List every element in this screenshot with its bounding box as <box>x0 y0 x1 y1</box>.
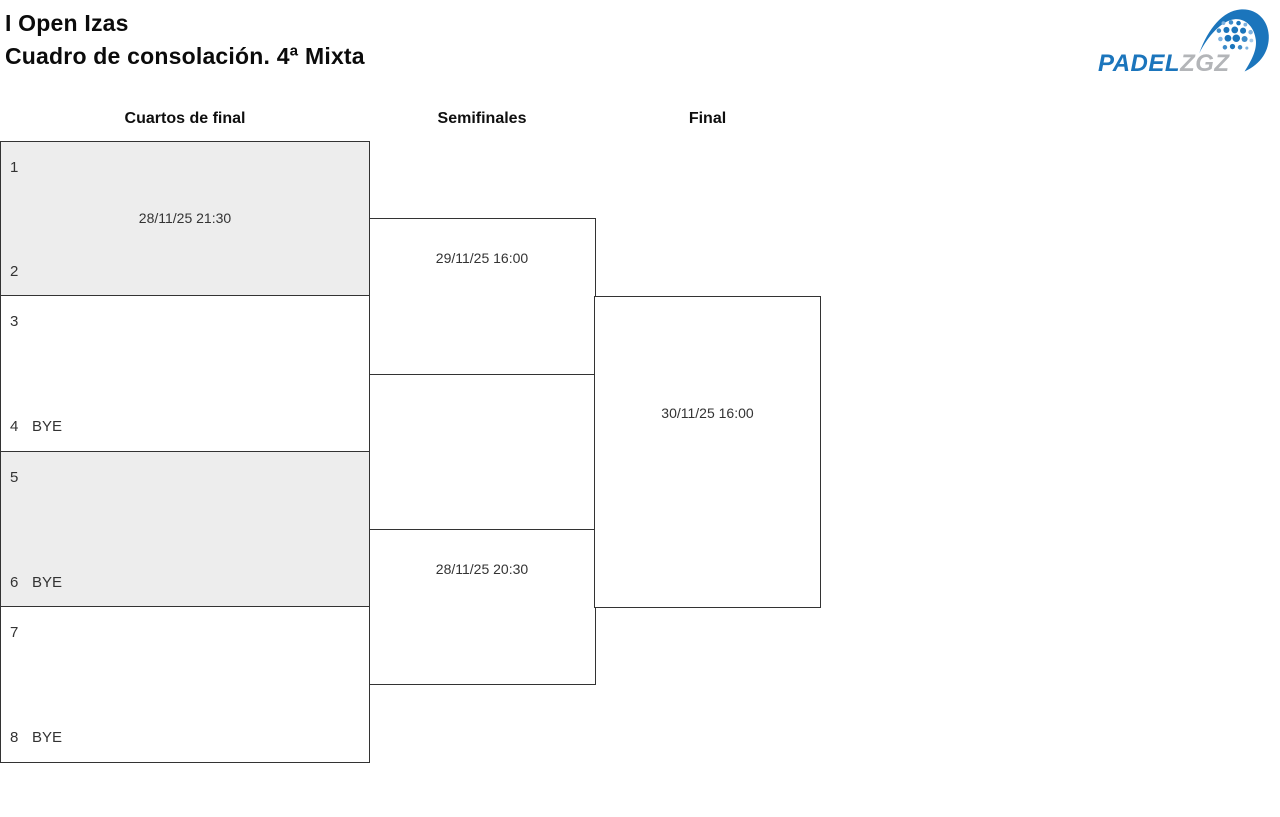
bye-label: BYE <box>32 729 63 746</box>
match-date: 29/11/25 16:00 <box>435 250 529 266</box>
seed-number: 6 <box>10 573 19 591</box>
match-slot: 2 <box>10 263 360 280</box>
round-header-quarterfinals: Cuartos de final <box>124 110 246 127</box>
tournament-title: I Open Izas <box>5 10 129 36</box>
logo-word-zgz: ZGZ <box>1180 50 1230 77</box>
match-date: 28/11/25 21:30 <box>138 210 232 226</box>
seed-number: 1 <box>10 159 19 176</box>
bye-label: BYE <box>32 573 63 591</box>
seed-number: 5 <box>10 468 19 486</box>
match-box-sf1: 29/11/25 16:00 <box>368 218 596 375</box>
match-box-qf1: 1 28/11/25 21:30 2 <box>0 141 370 297</box>
match-slot: 3 <box>10 313 360 330</box>
seed-number: 2 <box>10 262 19 280</box>
padelzgz-logo: PADELZGZ <box>1098 5 1274 79</box>
match-slot: 4 BYE <box>10 418 360 435</box>
padel-ball-icon <box>1199 9 1269 72</box>
match-box-sf2: 28/11/25 20:30 <box>368 528 596 685</box>
match-box-qf3: 5 6 BYE <box>0 450 370 608</box>
match-slot: 7 <box>10 624 360 641</box>
seed-number: 8 <box>10 729 19 746</box>
match-box-qf2: 3 4 BYE <box>0 295 370 452</box>
match-slot: 5 <box>10 469 360 486</box>
logo-wordmark: PADELZGZ <box>1098 50 1230 78</box>
logo-word-padel: PADEL <box>1098 50 1181 77</box>
round-header-final: Final <box>688 110 727 127</box>
bracket-subtitle: Cuadro de consolación. 4ª Mixta <box>5 43 365 69</box>
seed-number: 4 <box>10 418 19 435</box>
round-header-semifinals: Semifinales <box>437 110 527 127</box>
match-slot: 1 <box>10 159 360 176</box>
match-box-qf4: 7 8 BYE <box>0 606 370 763</box>
match-slot: 8 BYE <box>10 729 360 746</box>
match-slot: 6 BYE <box>10 574 360 591</box>
seed-number: 7 <box>10 624 19 641</box>
bye-label: BYE <box>32 418 63 435</box>
seed-number: 3 <box>10 313 19 330</box>
match-date: 28/11/25 20:30 <box>435 560 529 577</box>
match-box-final: 30/11/25 16:00 <box>594 295 821 608</box>
match-date: 30/11/25 16:00 <box>661 404 754 421</box>
